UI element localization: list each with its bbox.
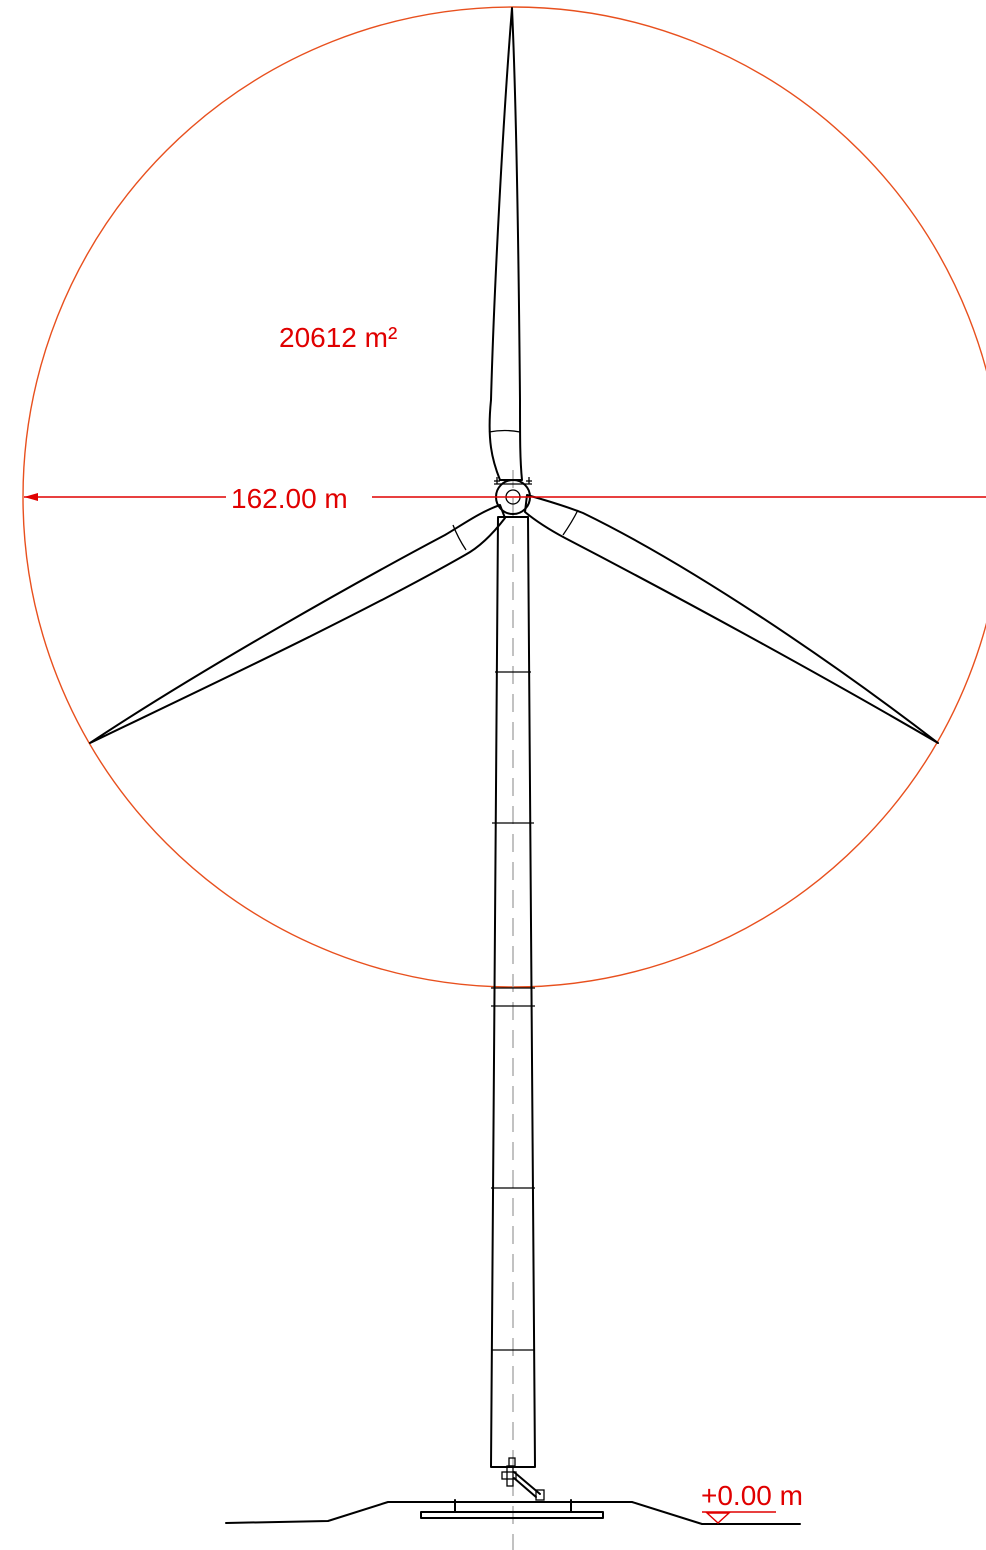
ground-level-marker: +0.00 m — [701, 1480, 803, 1524]
rotor-diameter-dimension: 162.00 m — [24, 483, 986, 514]
access-stair — [513, 1477, 537, 1498]
door-frame — [501, 1471, 517, 1480]
door-post — [506, 1465, 514, 1487]
tower-outline — [490, 516, 536, 1468]
rotor-diameter-label: 162.00 m — [231, 483, 348, 514]
foundation-slab — [420, 1511, 604, 1519]
rotor-blades — [89, 7, 939, 744]
blade-pitch-joint — [452, 524, 467, 551]
blade-pitch-joint — [488, 429, 521, 433]
ground-level-label: +0.00 m — [701, 1480, 803, 1511]
blade-pitch-joint — [562, 509, 579, 536]
rotor-blade-left — [89, 504, 506, 744]
rotor-area-label: 20612 m² — [279, 322, 397, 353]
tower-access-door — [501, 1457, 545, 1501]
dimension-arrowhead — [24, 493, 38, 501]
door-hatch — [508, 1457, 516, 1467]
ground-line — [225, 1501, 801, 1525]
rotor-blade-right — [524, 494, 939, 744]
rotor-blade-top — [488, 7, 523, 481]
stair-landing — [535, 1489, 545, 1501]
tower — [490, 516, 536, 1468]
level-triangle-icon — [705, 1512, 731, 1524]
